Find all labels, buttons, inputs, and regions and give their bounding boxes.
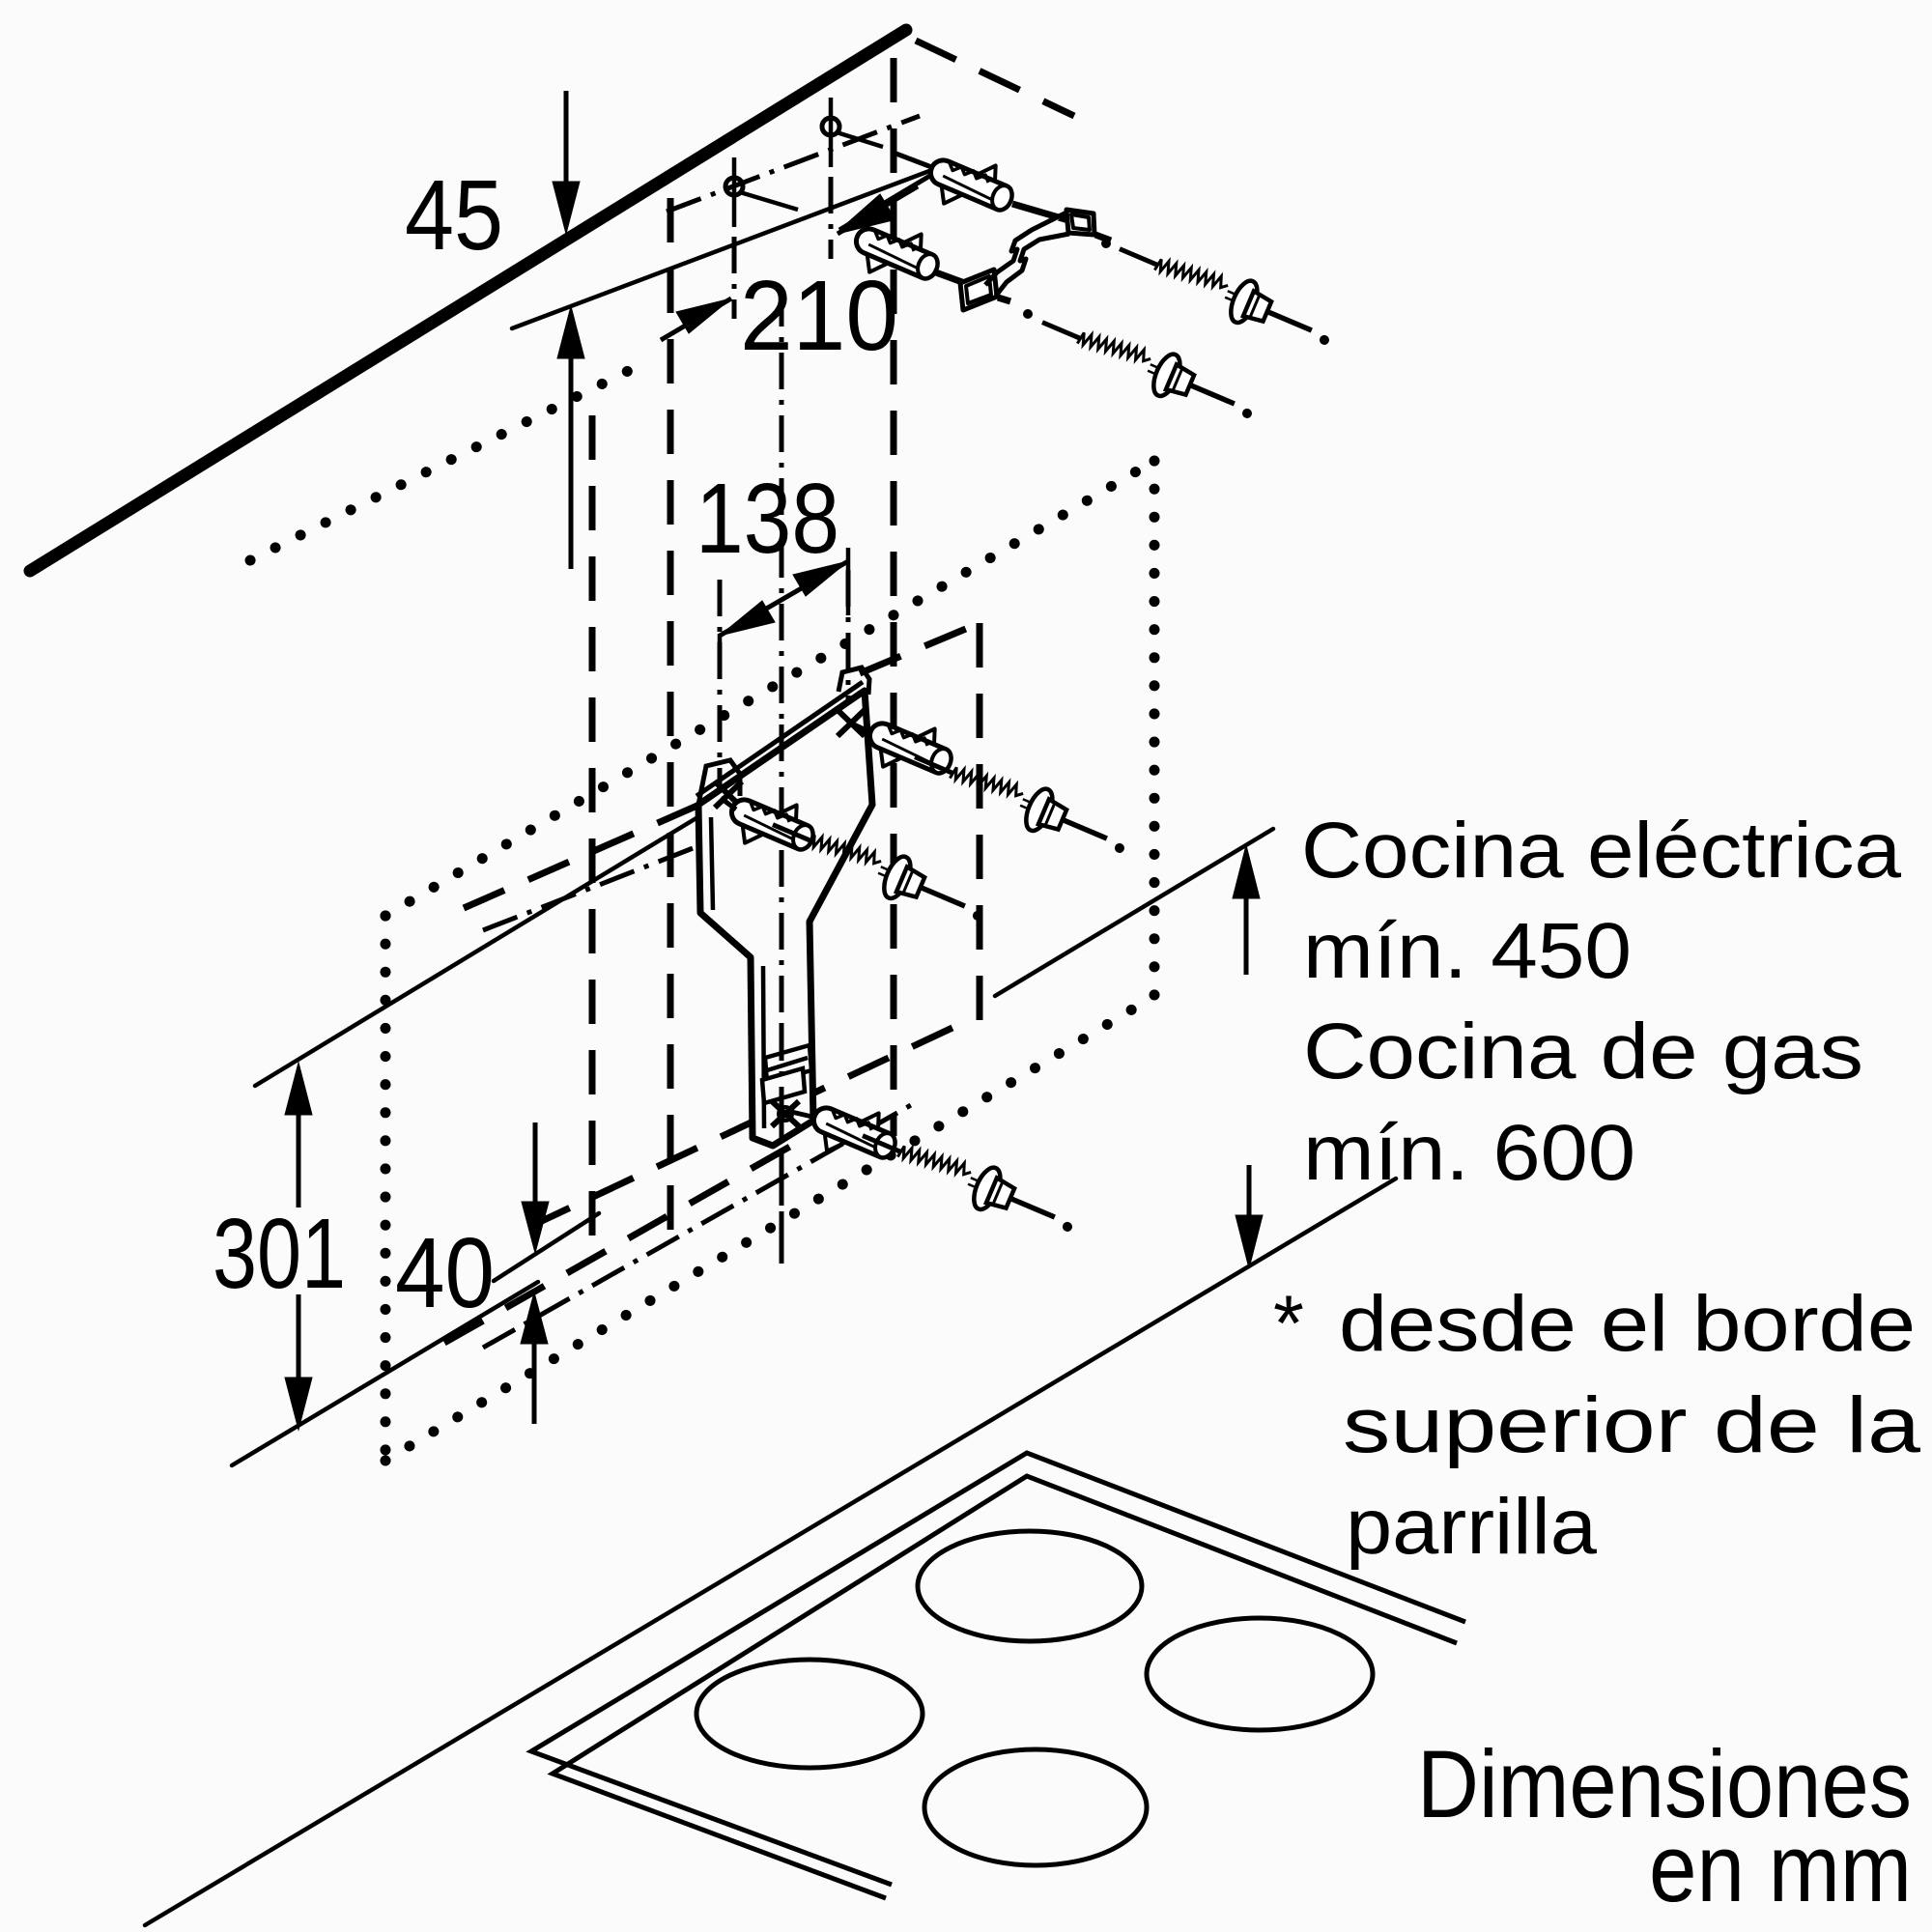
svg-text:superior de la: superior de la <box>1343 1381 1920 1469</box>
svg-text:45: 45 <box>405 159 503 270</box>
svg-text:Cocina eléctrica: Cocina eléctrica <box>1301 807 1901 895</box>
svg-text:210: 210 <box>740 260 898 371</box>
svg-text:*: * <box>1273 1280 1304 1368</box>
svg-text:Cocina de gas: Cocina de gas <box>1303 1008 1863 1095</box>
svg-text:301: 301 <box>213 1198 346 1309</box>
svg-text:Dimensiones: Dimensiones <box>1417 1730 1912 1837</box>
svg-text:138: 138 <box>696 463 839 574</box>
svg-text:desde el borde: desde el borde <box>1339 1280 1916 1368</box>
svg-text:40: 40 <box>395 1217 495 1328</box>
svg-text:en mm: en mm <box>1649 1814 1912 1921</box>
svg-text:mín. 450: mín. 450 <box>1303 907 1632 995</box>
svg-text:mín. 600: mín. 600 <box>1303 1109 1635 1197</box>
svg-text:parrilla: parrilla <box>1346 1483 1597 1571</box>
